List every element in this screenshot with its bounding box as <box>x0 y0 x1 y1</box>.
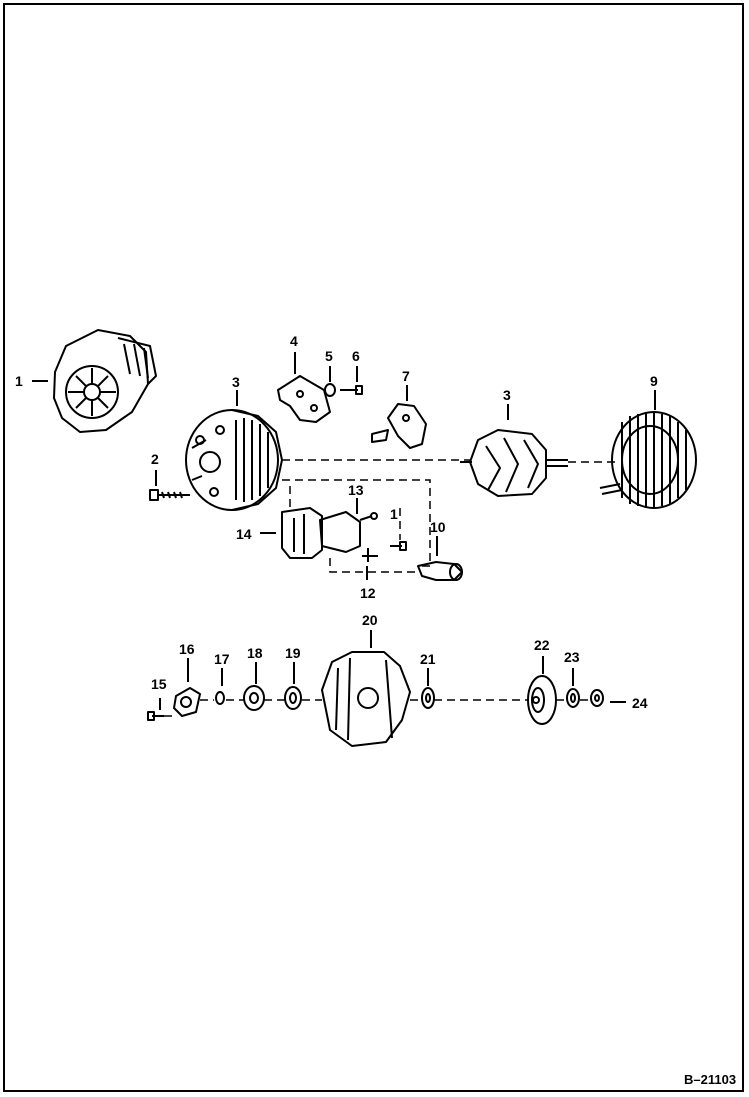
part-drive-end-housing <box>53 329 157 433</box>
part-stator <box>599 411 697 509</box>
callout-16: 16 <box>179 641 195 657</box>
part-bearing-18 <box>243 685 265 711</box>
callout-6: 6 <box>352 348 360 364</box>
callout-12: 12 <box>360 585 376 601</box>
part-small-screw <box>390 541 407 551</box>
part-washer-17 <box>215 691 225 705</box>
part-capacitor <box>417 561 463 581</box>
part-washer <box>324 383 336 397</box>
callout-14: 14 <box>236 526 252 542</box>
callout-21: 21 <box>420 651 436 667</box>
figure-reference: B–21103 <box>684 1072 736 1087</box>
callout-10: 10 <box>430 519 446 535</box>
assembly-lines <box>164 459 618 717</box>
callout-2: 2 <box>151 451 159 467</box>
part-drive-end-frame-20 <box>321 651 411 747</box>
callout-11: 1 <box>390 506 398 522</box>
part-slip-ring-end-housing <box>185 409 283 511</box>
callout-7: 7 <box>402 368 410 384</box>
part-seal-19 <box>284 686 302 710</box>
part-through-bolt <box>149 489 190 501</box>
part-rectifier <box>281 507 323 559</box>
part-screw <box>340 385 363 395</box>
callout-22: 22 <box>534 637 550 653</box>
part-terminal <box>362 548 378 562</box>
callout-19: 19 <box>285 645 301 661</box>
part-nut-24 <box>590 689 604 707</box>
part-brush-holder <box>371 403 427 449</box>
diagram-frame <box>3 3 744 1092</box>
callout-9: 9 <box>650 373 658 389</box>
part-regulator <box>319 511 378 553</box>
part-bracket <box>277 375 331 423</box>
part-spacer-21 <box>421 687 435 709</box>
callout-3b: 3 <box>503 387 511 403</box>
callout-4: 4 <box>290 333 298 349</box>
part-retainer-16 <box>173 687 201 717</box>
callout-3: 3 <box>232 374 240 390</box>
callout-17: 17 <box>214 651 230 667</box>
part-fan-22 <box>527 675 557 725</box>
callout-13: 13 <box>348 482 364 498</box>
callout-24: 24 <box>632 695 648 711</box>
part-washer-23 <box>566 688 580 708</box>
callout-15: 15 <box>151 676 167 692</box>
callout-23: 23 <box>564 649 580 665</box>
callout-1: 1 <box>15 373 23 389</box>
callout-18: 18 <box>247 645 263 661</box>
part-rotor <box>460 429 568 497</box>
callout-5: 5 <box>325 348 333 364</box>
part-screw-15 <box>147 698 164 721</box>
callout-20: 20 <box>362 612 378 628</box>
